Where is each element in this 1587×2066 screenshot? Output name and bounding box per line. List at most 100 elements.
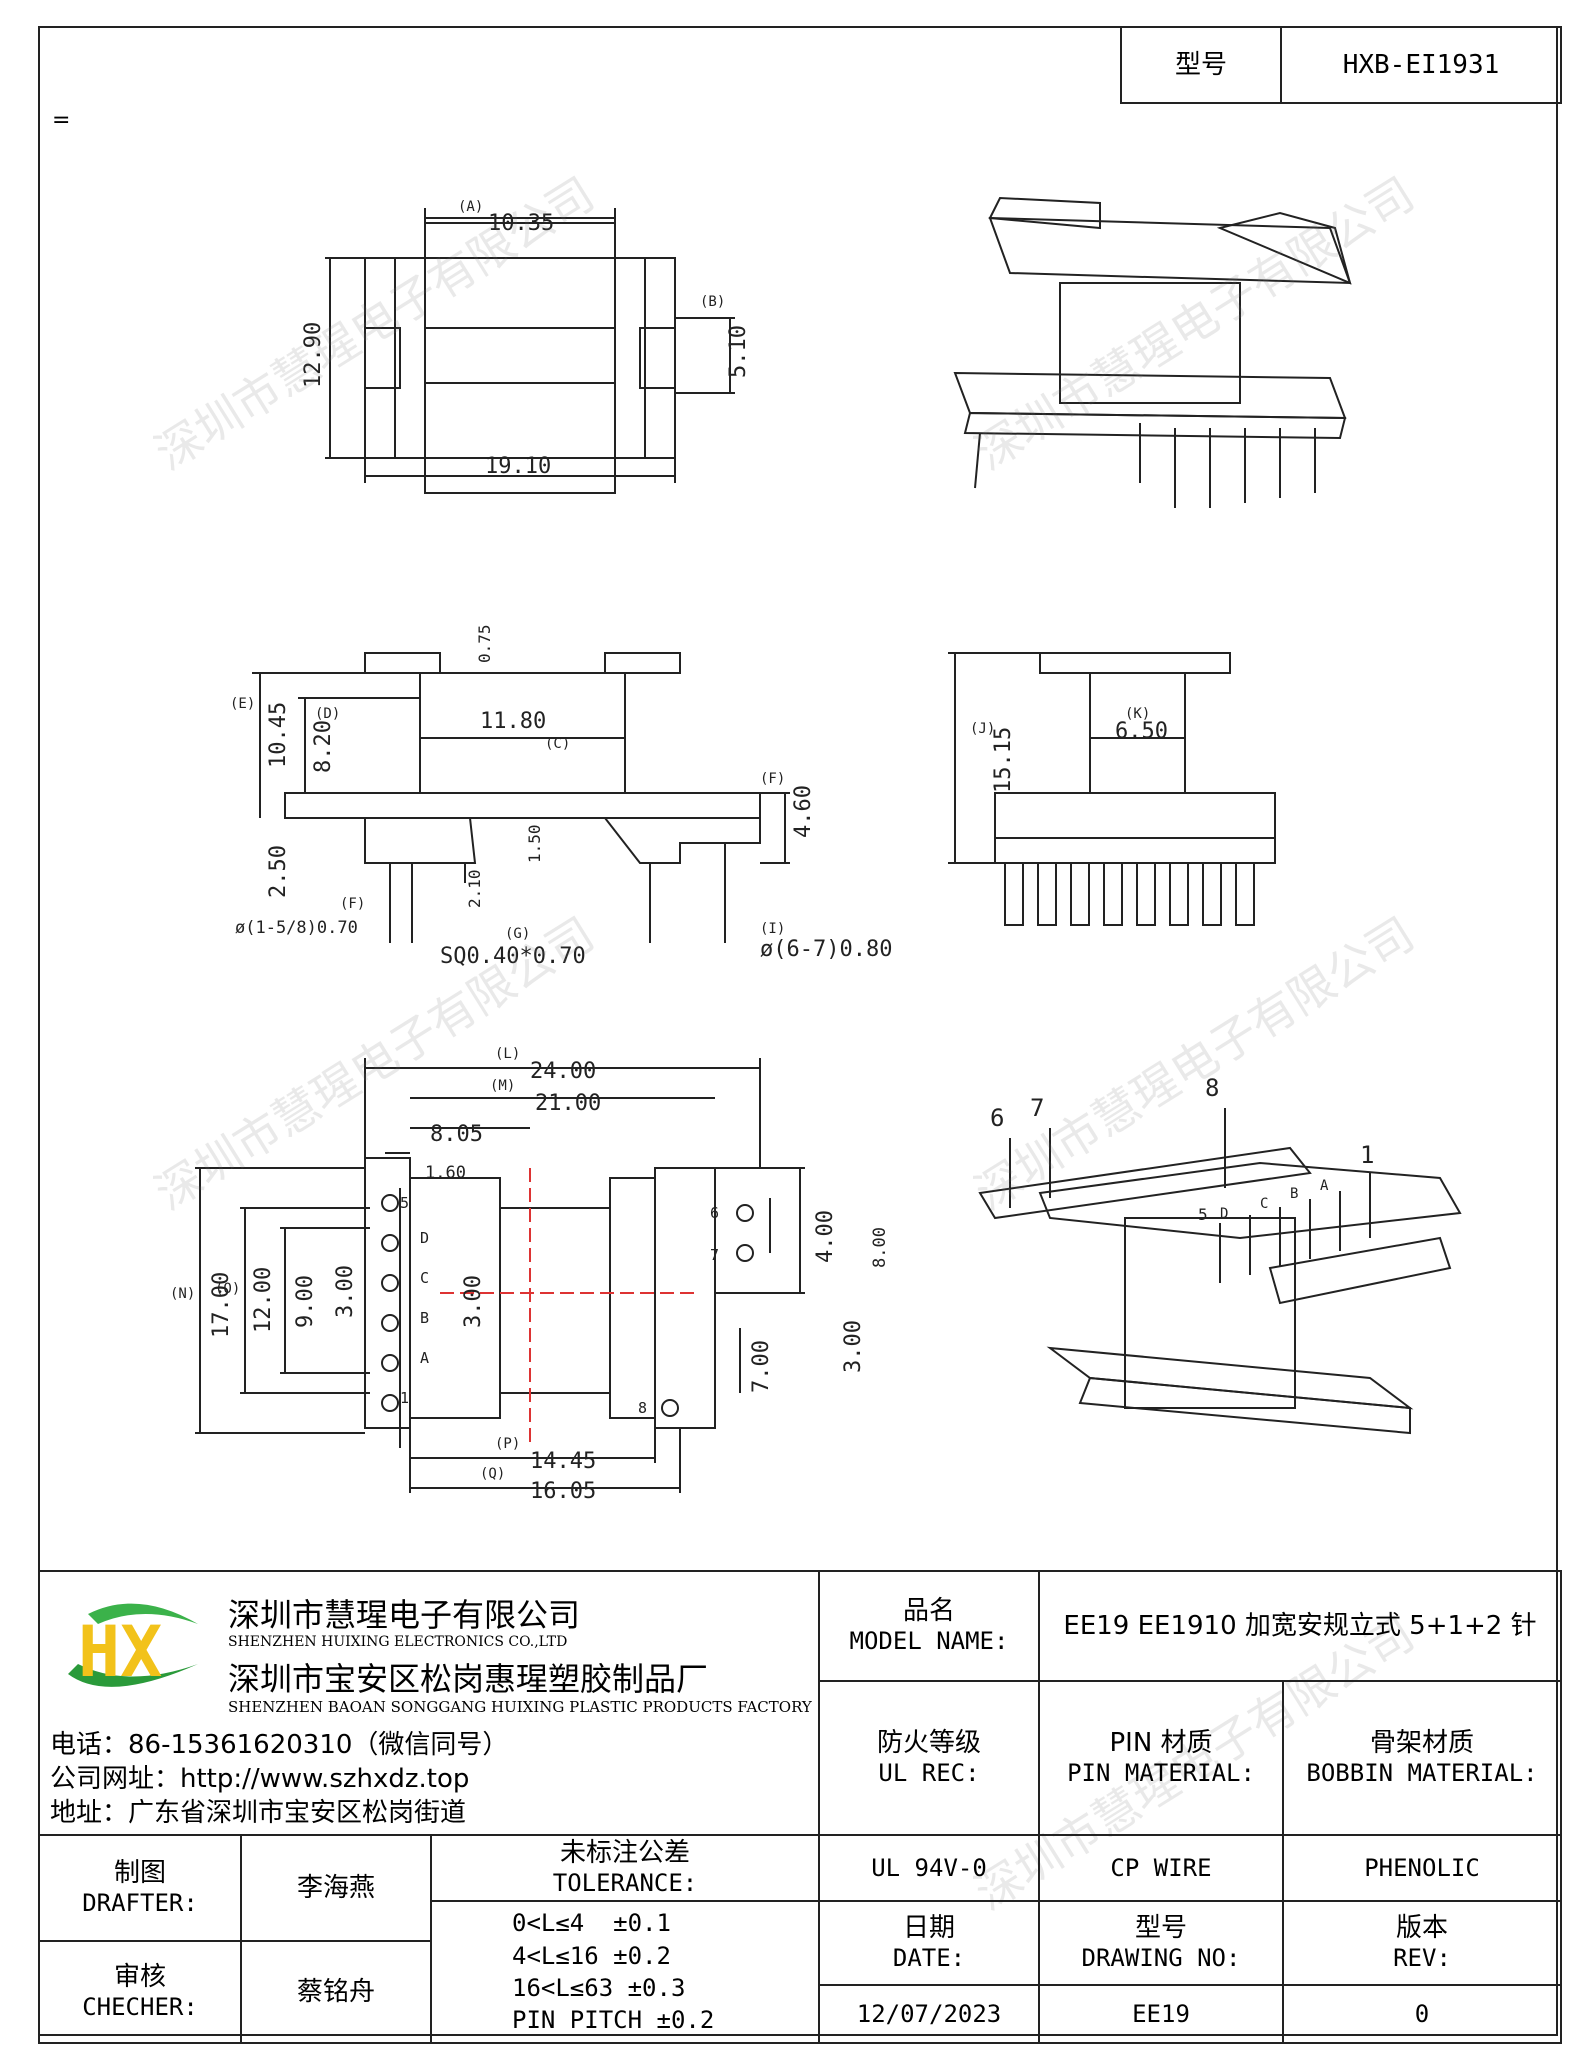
checker-label: 审核 CHECHER: [38, 1940, 242, 2044]
pin-f-value: ø(1-5/8)0.70 [235, 918, 358, 938]
pin-i-value: ø(6-7)0.80 [760, 937, 892, 962]
pin-hole [381, 1314, 399, 1332]
dim-p-tag: (P) [495, 1436, 520, 1452]
dim-k-value: 6.50 [1115, 719, 1168, 744]
bobbin-value-cell: PHENOLIC [1282, 1834, 1562, 1902]
iso-view-pins [1009, 1108, 1371, 1283]
dim-300a: 3.00 [333, 1265, 358, 1318]
dim-l-tag: (L) [495, 1046, 520, 1062]
dim-e-tag: (E) [230, 696, 255, 712]
iso-pin-5: 5 [1198, 1205, 1208, 1224]
tolerance-line-3: 16<L≤63 ±0.3 [512, 1974, 686, 2002]
iso-pin-b: B [1290, 1186, 1298, 1202]
rev-value: 0 [1414, 2000, 1430, 2028]
iso-pin-8: 8 [1205, 1074, 1219, 1102]
checker-value: 蔡铭舟 [296, 1976, 375, 2007]
pin-value: CP WIRE [1110, 1854, 1212, 1882]
side-view-pin [1037, 862, 1057, 926]
dim-l-value: 24.00 [530, 1059, 596, 1084]
company-phone: 电话：86-15361620310（微信同号） [50, 1730, 509, 1760]
dim-o-value: 12.00 [251, 1267, 276, 1333]
dim-d-tag: (D) [315, 706, 340, 722]
dim-b-value: 5.10 [726, 325, 751, 378]
tolerance-values: 0<L≤4 ±0.1 4<L≤16 ±0.2 16<L≤63 ±0.3 PIN … [430, 1900, 820, 2044]
pin-label-6: 6 [710, 1204, 719, 1222]
dim-800: 8.00 [870, 1227, 890, 1268]
iso-pin-a: A [1320, 1178, 1329, 1194]
iso-view-top [953, 196, 1352, 508]
pin-label-1: 1 [400, 1389, 409, 1407]
drafter-label: 制图 DRAFTER: [38, 1834, 242, 1942]
pin-label-c: C [420, 1269, 429, 1287]
bobbin-value: PHENOLIC [1364, 1854, 1480, 1882]
model-label-cell: 型号 [1120, 26, 1282, 104]
iso-pin-6: 6 [990, 1104, 1004, 1132]
factory-name-cn: 深圳市宝安区松岗惠瑆塑胶制品厂 [228, 1660, 709, 1698]
iso-pin-1: 1 [1360, 1141, 1374, 1169]
rev-label: 版本 REV: [1282, 1900, 1562, 1986]
pin-label-5: 5 [400, 1194, 409, 1212]
dim-f-value: 4.60 [791, 785, 816, 838]
company-name-cn: 深圳市慧瑆电子有限公司 [228, 1596, 581, 1634]
date-value: 12/07/2023 [856, 2000, 1002, 2028]
dim-o-tag: (O) [215, 1281, 240, 1297]
ul-value-cell: UL 94V-0 [818, 1834, 1040, 1902]
side-view-pin [1202, 862, 1222, 926]
front-view [252, 652, 790, 943]
pin-g-tag: (G) [505, 926, 530, 942]
drawing-no-value: EE19 [1132, 2000, 1190, 2028]
dim-a-tag: (A) [458, 199, 483, 215]
dim-k-tag: (K) [1125, 706, 1150, 722]
ul-value: UL 94V-0 [871, 1854, 987, 1882]
bottom-view-pin-holes [381, 1194, 754, 1417]
iso-pin-d: D [1220, 1206, 1228, 1222]
iso-view-bottom [978, 1146, 1462, 1435]
dim-150: 1.50 [525, 824, 544, 863]
dim-j-value: 15.15 [991, 727, 1016, 793]
pin-label-b: B [420, 1309, 429, 1327]
side-view-pins [1004, 862, 1255, 926]
company-website: 公司网址：http://www.szhxdz.top [50, 1764, 470, 1794]
company-logo: HX [68, 1603, 198, 1693]
bobbin-material-label: 骨架材质 BOBBIN MATERIAL: [1282, 1680, 1562, 1836]
date-value-cell: 12/07/2023 [818, 1984, 1040, 2044]
dim-q-value: 16.05 [530, 1479, 596, 1504]
dim-075: 0.75 [475, 624, 494, 663]
drafter-value-cell: 李海燕 [240, 1834, 432, 1942]
model-label: 型号 [1174, 49, 1227, 80]
model-value: HXB-EI1931 [1342, 49, 1500, 80]
pin-i-tag: (I) [760, 921, 785, 937]
dim-p-value: 14.45 [530, 1449, 596, 1474]
dim-300b: 3.00 [461, 1275, 486, 1328]
dim-m-value: 21.00 [535, 1091, 601, 1116]
pin-g-value: SQ0.40*0.70 [440, 944, 586, 969]
company-name-en: SHENZHEN HUIXING ELECTRONICS CO.,LTD [228, 1634, 568, 1650]
pin-hole [661, 1399, 679, 1417]
pin-label-a: A [420, 1349, 429, 1367]
dim-300c: 3.00 [841, 1320, 866, 1373]
model-name-value-cell: EE19 EE1910 加宽安规立式 5+1+2 针 [1038, 1570, 1562, 1682]
company-info: HX 深圳市慧瑆电子有限公司 SHENZHEN HUIXING ELECTRON… [38, 1572, 818, 1834]
pin-hole [381, 1394, 399, 1412]
dim-q-tag: (Q) [480, 1466, 505, 1482]
pin-value-cell: CP WIRE [1038, 1834, 1284, 1902]
checker-value-cell: 蔡铭舟 [240, 1940, 432, 2044]
dim-d-value: 8.20 [311, 720, 336, 773]
side-view-pin [1070, 862, 1090, 926]
pin-hole [736, 1244, 754, 1262]
top-view [325, 208, 735, 494]
dim-height-value: 12.90 [301, 322, 326, 388]
dim-n-tag: (N) [170, 1286, 195, 1302]
pin-label-8: 8 [638, 1399, 647, 1417]
tolerance-line-1: 0<L≤4 ±0.1 [512, 1909, 671, 1938]
side-view-pin [1103, 862, 1123, 926]
dim-805: 8.05 [430, 1122, 483, 1147]
pin-material-label: PIN 材质 PIN MATERIAL: [1038, 1680, 1284, 1836]
pin-hole [381, 1194, 399, 1212]
dim-900: 9.00 [293, 1275, 318, 1328]
dim-c-value: 11.80 [480, 709, 546, 734]
bottom-view [195, 1058, 805, 1493]
dim-c-tag: (C) [545, 736, 570, 752]
pin-label-d: D [420, 1229, 429, 1247]
tolerance-label: 未标注公差 TOLERANCE: [430, 1834, 820, 1902]
